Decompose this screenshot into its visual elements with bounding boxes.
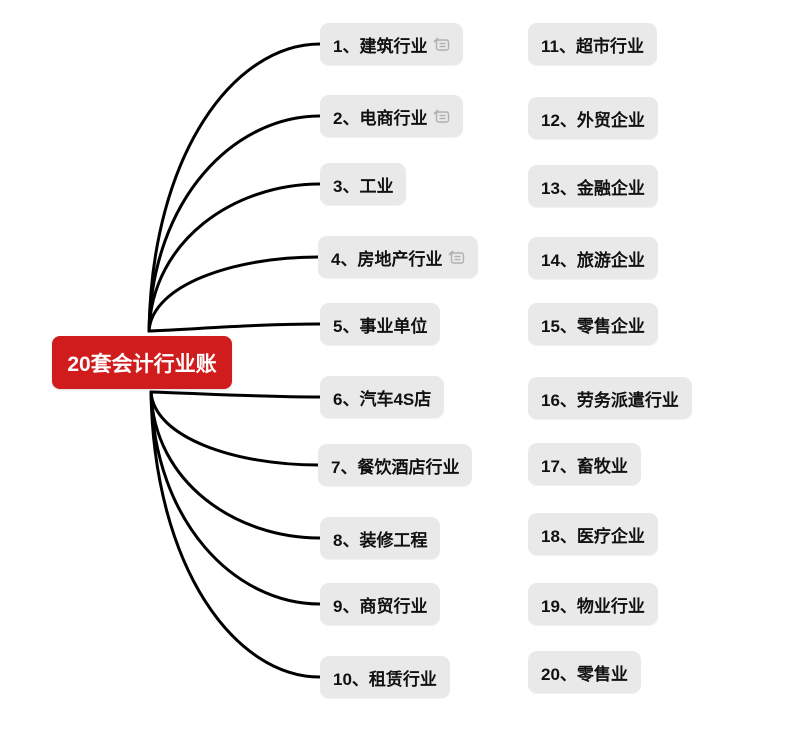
topic-label: 1、建筑行业 [333, 36, 428, 56]
connector-branch-10 [149, 390, 322, 679]
topic-label: 15、零售企业 [541, 316, 645, 336]
topic-node-17[interactable]: 17、畜牧业 [528, 443, 641, 485]
root-node[interactable]: 20套会计行业账 [52, 336, 232, 389]
connector-branch-4 [147, 255, 320, 333]
topic-label: 3、工业 [333, 176, 394, 196]
note-icon[interactable] [433, 36, 450, 52]
connector-branch-2 [147, 114, 322, 333]
topic-node-11[interactable]: 11、超市行业 [528, 23, 657, 65]
topic-node-9[interactable]: 9、商贸行业 [320, 583, 441, 625]
connector-branch-7 [149, 390, 320, 467]
topic-label: 11、超市行业 [541, 36, 644, 56]
topic-node-12[interactable]: 12、外贸企业 [528, 97, 658, 139]
note-icon[interactable] [433, 108, 450, 124]
topic-label: 2、电商行业 [333, 108, 428, 128]
topic-node-19[interactable]: 19、物业行业 [528, 583, 658, 625]
topic-node-7[interactable]: 7、餐饮酒店行业 [318, 444, 473, 486]
topic-label: 18、医疗企业 [541, 526, 645, 546]
connector-branch-1 [147, 42, 322, 333]
topic-node-10[interactable]: 10、租赁行业 [320, 656, 450, 698]
connector-branch-8 [149, 390, 322, 540]
connector-branch-5 [147, 322, 322, 333]
connector-branch-6 [149, 390, 322, 399]
topic-node-8[interactable]: 8、装修工程 [320, 517, 441, 559]
note-icon[interactable] [448, 249, 465, 265]
topic-label: 13、金融企业 [541, 178, 645, 198]
topic-label: 5、事业单位 [333, 316, 428, 336]
topic-node-15[interactable]: 15、零售企业 [528, 303, 658, 345]
topic-label: 20、零售业 [541, 664, 628, 684]
topic-label: 9、商贸行业 [333, 596, 428, 616]
topic-label: 8、装修工程 [333, 530, 428, 550]
topic-label: 4、房地产行业 [331, 249, 443, 269]
root-node-label: 20套会计行业账 [67, 352, 217, 376]
topic-node-14[interactable]: 14、旅游企业 [528, 237, 658, 279]
topic-node-20[interactable]: 20、零售业 [528, 651, 641, 693]
topic-node-6[interactable]: 6、汽车4S店 [320, 376, 445, 418]
topic-node-1[interactable]: 1、建筑行业 [320, 23, 464, 65]
topic-label: 17、畜牧业 [541, 456, 628, 476]
connector-branch-9 [149, 390, 322, 606]
topic-label: 16、劳务派遣行业 [541, 390, 679, 410]
topic-node-3[interactable]: 3、工业 [320, 163, 407, 205]
topic-label: 19、物业行业 [541, 596, 645, 616]
topic-label: 14、旅游企业 [541, 250, 645, 270]
topic-label: 12、外贸企业 [541, 110, 645, 130]
topic-node-2[interactable]: 2、电商行业 [320, 95, 464, 137]
topic-node-5[interactable]: 5、事业单位 [320, 303, 441, 345]
topic-node-18[interactable]: 18、医疗企业 [528, 513, 658, 555]
topic-node-4[interactable]: 4、房地产行业 [318, 236, 479, 278]
topic-node-16[interactable]: 16、劳务派遣行业 [528, 377, 692, 419]
connector-branch-3 [147, 182, 322, 333]
topic-label: 7、餐饮酒店行业 [331, 457, 460, 477]
topic-label: 10、租赁行业 [333, 669, 437, 689]
topic-node-13[interactable]: 13、金融企业 [528, 165, 658, 207]
topic-label: 6、汽车4S店 [333, 389, 432, 409]
